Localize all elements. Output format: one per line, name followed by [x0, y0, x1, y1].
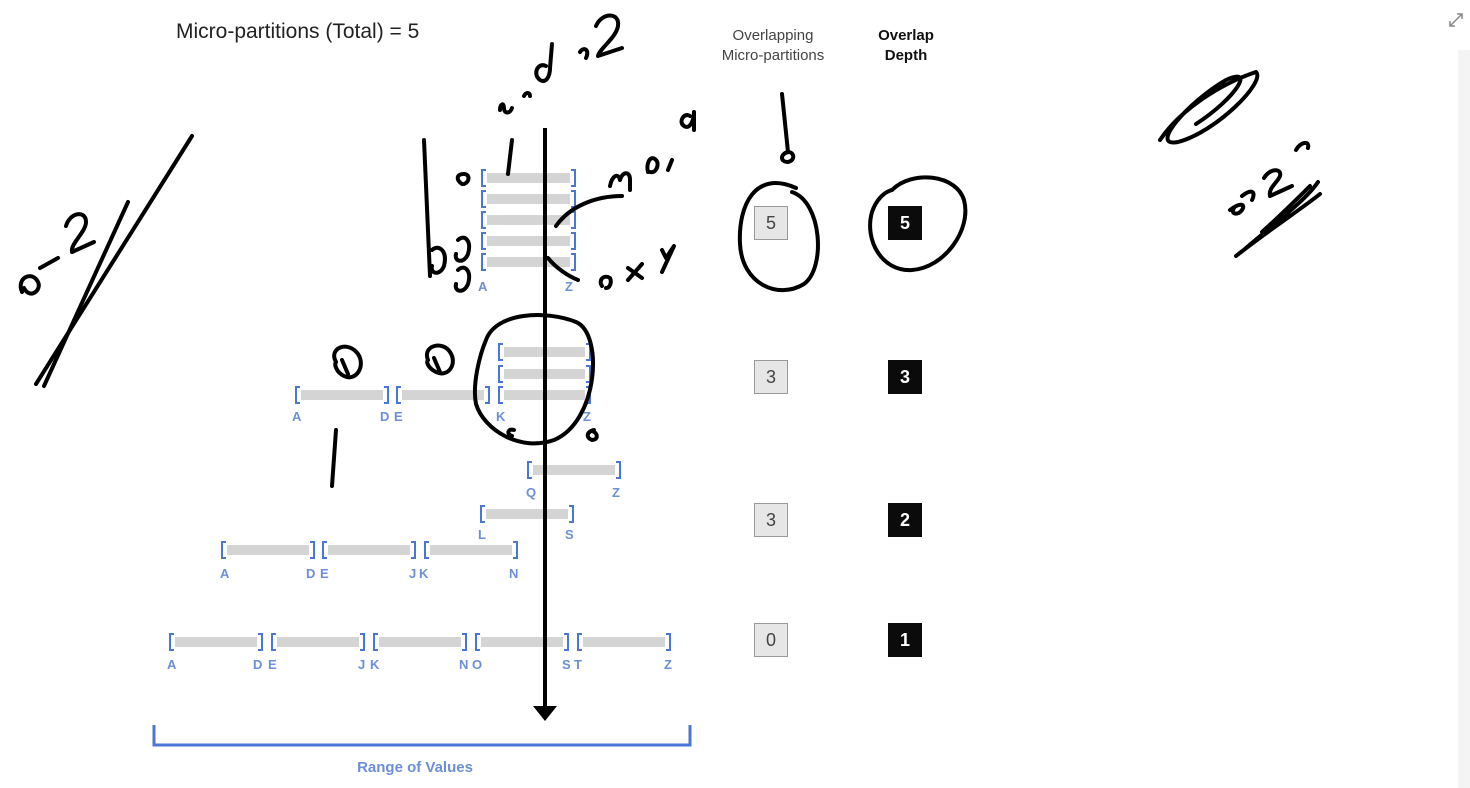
- micro-partition: [169, 633, 263, 651]
- query-arrow: [533, 128, 557, 721]
- range-label: Z: [583, 409, 591, 424]
- overlapping-count-row-3: 3: [754, 503, 788, 537]
- micro-partition: [322, 541, 416, 559]
- overlapping-count-row-4: 0: [754, 623, 788, 657]
- range-label: N: [509, 566, 518, 581]
- range-label: O: [472, 657, 482, 672]
- micro-partition: [481, 169, 576, 187]
- range-label: J: [409, 566, 416, 581]
- range-label: Z: [612, 485, 620, 500]
- range-label: S: [562, 657, 571, 672]
- partition-group-1: [481, 169, 576, 271]
- range-label: A: [478, 279, 488, 294]
- handwritten-annotations: [18, 13, 1322, 488]
- range-label: Z: [664, 657, 672, 672]
- expand-icon[interactable]: [1446, 10, 1466, 30]
- range-label: S: [565, 527, 574, 542]
- overlapping-count-row-2: 3: [754, 360, 788, 394]
- micro-partition: [481, 232, 576, 250]
- range-label: A: [220, 566, 230, 581]
- vertical-scrollbar[interactable]: [1458, 50, 1470, 788]
- range-label: K: [370, 657, 380, 672]
- header-overlap-depth: Overlap Depth: [856, 26, 956, 66]
- range-label: A: [292, 409, 302, 424]
- range-label: D: [380, 409, 389, 424]
- range-label: D: [253, 657, 262, 672]
- micro-partition: [480, 505, 574, 523]
- header-overlapping-micro-partitions: Overlapping Micro-partitions: [700, 26, 846, 66]
- overlapping-count-row-1: 5: [754, 206, 788, 240]
- overlap-depth-row-4: 1: [888, 623, 922, 657]
- range-label: K: [496, 409, 506, 424]
- range-label: E: [320, 566, 329, 581]
- range-label: T: [574, 657, 582, 672]
- range-label: L: [478, 527, 486, 542]
- micro-partition: [271, 633, 365, 651]
- partition-group-4: [169, 633, 671, 651]
- range-label: A: [167, 657, 177, 672]
- overlap-depth-row-3: 2: [888, 503, 922, 537]
- range-label: N: [459, 657, 468, 672]
- micro-partition: [527, 461, 621, 479]
- range-label: E: [268, 657, 277, 672]
- overlap-depth-row-2: 3: [888, 360, 922, 394]
- header-depth-line2: Depth: [884, 47, 928, 64]
- range-bracket: [152, 725, 692, 747]
- range-axis-label: Range of Values: [357, 759, 473, 776]
- range-label: J: [358, 657, 365, 672]
- micro-partition: [221, 541, 315, 559]
- micro-partition: [295, 386, 389, 404]
- micro-partition: [373, 633, 467, 651]
- range-label: Z: [565, 279, 573, 294]
- header-depth-line1: Overlap: [878, 27, 934, 44]
- micro-partition: [396, 386, 490, 404]
- partition-group-3: [221, 461, 621, 559]
- micro-partition: [475, 633, 569, 651]
- micro-partition: [424, 541, 518, 559]
- header-overlapping-line2: Micro-partitions: [721, 47, 825, 64]
- range-label: E: [394, 409, 403, 424]
- micro-partition: [577, 633, 671, 651]
- range-label: K: [419, 566, 429, 581]
- micro-partition: [481, 190, 576, 208]
- header-overlapping-line1: Overlapping: [732, 27, 814, 44]
- range-label: D: [306, 566, 315, 581]
- range-label: Q: [526, 485, 536, 500]
- overlap-depth-row-1: 5: [888, 206, 922, 240]
- micro-partition: [481, 253, 576, 271]
- diagram-title: Micro-partitions (Total) = 5: [176, 20, 420, 43]
